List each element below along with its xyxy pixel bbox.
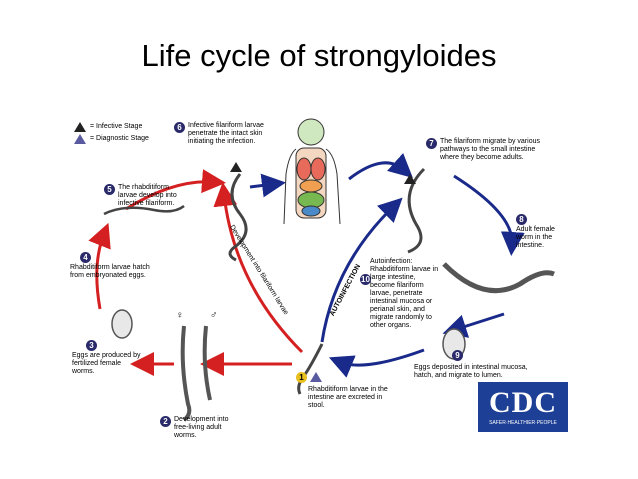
step-5-badge: 5 <box>104 184 115 195</box>
step-7-badge: 7 <box>426 138 437 149</box>
arrow-3-to-4 <box>88 222 111 310</box>
step-3-text: Eggs are produced by fertilized female w… <box>72 352 141 375</box>
human-figure <box>283 118 341 225</box>
free-living-female-worm <box>180 325 192 422</box>
infective-marker-6 <box>230 162 242 172</box>
infective-stage-icon <box>74 122 86 132</box>
arrow-7-to-8 <box>453 174 525 256</box>
step-9-badge: 9 <box>452 350 463 361</box>
diagnostic-stage-icon <box>74 134 86 144</box>
step-8-badge: 8 <box>516 214 527 225</box>
arrow-9-to-1 <box>328 348 425 378</box>
arrow-4-to-5 <box>125 169 226 211</box>
step-2-badge: 2 <box>160 416 171 427</box>
step-3-badge: 3 <box>86 340 97 351</box>
step-4-badge: 4 <box>80 252 91 263</box>
life-cycle-diagram: = Infective Stage = Diagnostic Stage 6 I… <box>64 114 574 464</box>
adult-female-worm <box>442 262 555 294</box>
arrow-1-to-6 <box>213 182 304 354</box>
step-4-text: Rhabditiform larvae hatch from embryonat… <box>70 264 150 279</box>
step-7-text: The filariform migrate by various pathwa… <box>440 138 540 161</box>
female-symbol: ♀ <box>176 310 184 321</box>
free-living-male-worm <box>202 325 212 401</box>
step-2-text: Development into free-living adult worms… <box>174 416 229 439</box>
legend-infective: = Infective Stage <box>90 123 143 130</box>
cycle-arrows <box>88 118 555 422</box>
arrow-autoinfection <box>320 197 403 343</box>
step-8-text: Adult female worm in the intestine. <box>516 226 555 249</box>
step-1-badge: 1 <box>296 372 307 383</box>
step-10-text: Autoinfection: Rhabditiform larvae in la… <box>370 258 439 329</box>
step-10-badge: 10 <box>360 274 371 285</box>
step-1-text: Rhabditiform larvae in the intestine are… <box>308 386 388 409</box>
diagnostic-marker-1 <box>310 372 322 382</box>
step-6-badge: 6 <box>174 122 185 133</box>
arrow-8-to-9 <box>442 312 505 338</box>
step-9-text: Eggs deposited in intestinal mucosa, hat… <box>414 364 528 379</box>
step-6-text: Infective filariform larvae penetrate th… <box>188 122 264 145</box>
rhabditiform-larva-free <box>103 204 185 216</box>
cdc-logo-text: CDC <box>489 386 557 419</box>
filariform-larva-skin <box>228 173 248 262</box>
cdc-logo-tagline: SAFER·HEALTHIER·PEOPLE <box>489 420 557 426</box>
infective-marker-7 <box>404 174 416 184</box>
arrow-6-to-body <box>249 173 286 198</box>
embryonated-egg-left <box>111 309 133 339</box>
male-symbol: ♂ <box>210 310 218 321</box>
page-title: Life cycle of strongyloides <box>141 38 497 73</box>
arrow-body-to-7 <box>348 153 413 181</box>
cdc-logo: CDC SAFER·HEALTHIER·PEOPLE <box>478 382 568 432</box>
legend-diagnostic: = Diagnostic Stage <box>90 135 149 142</box>
step-5-text: The rhabditiform larvae develop into inf… <box>118 184 177 207</box>
